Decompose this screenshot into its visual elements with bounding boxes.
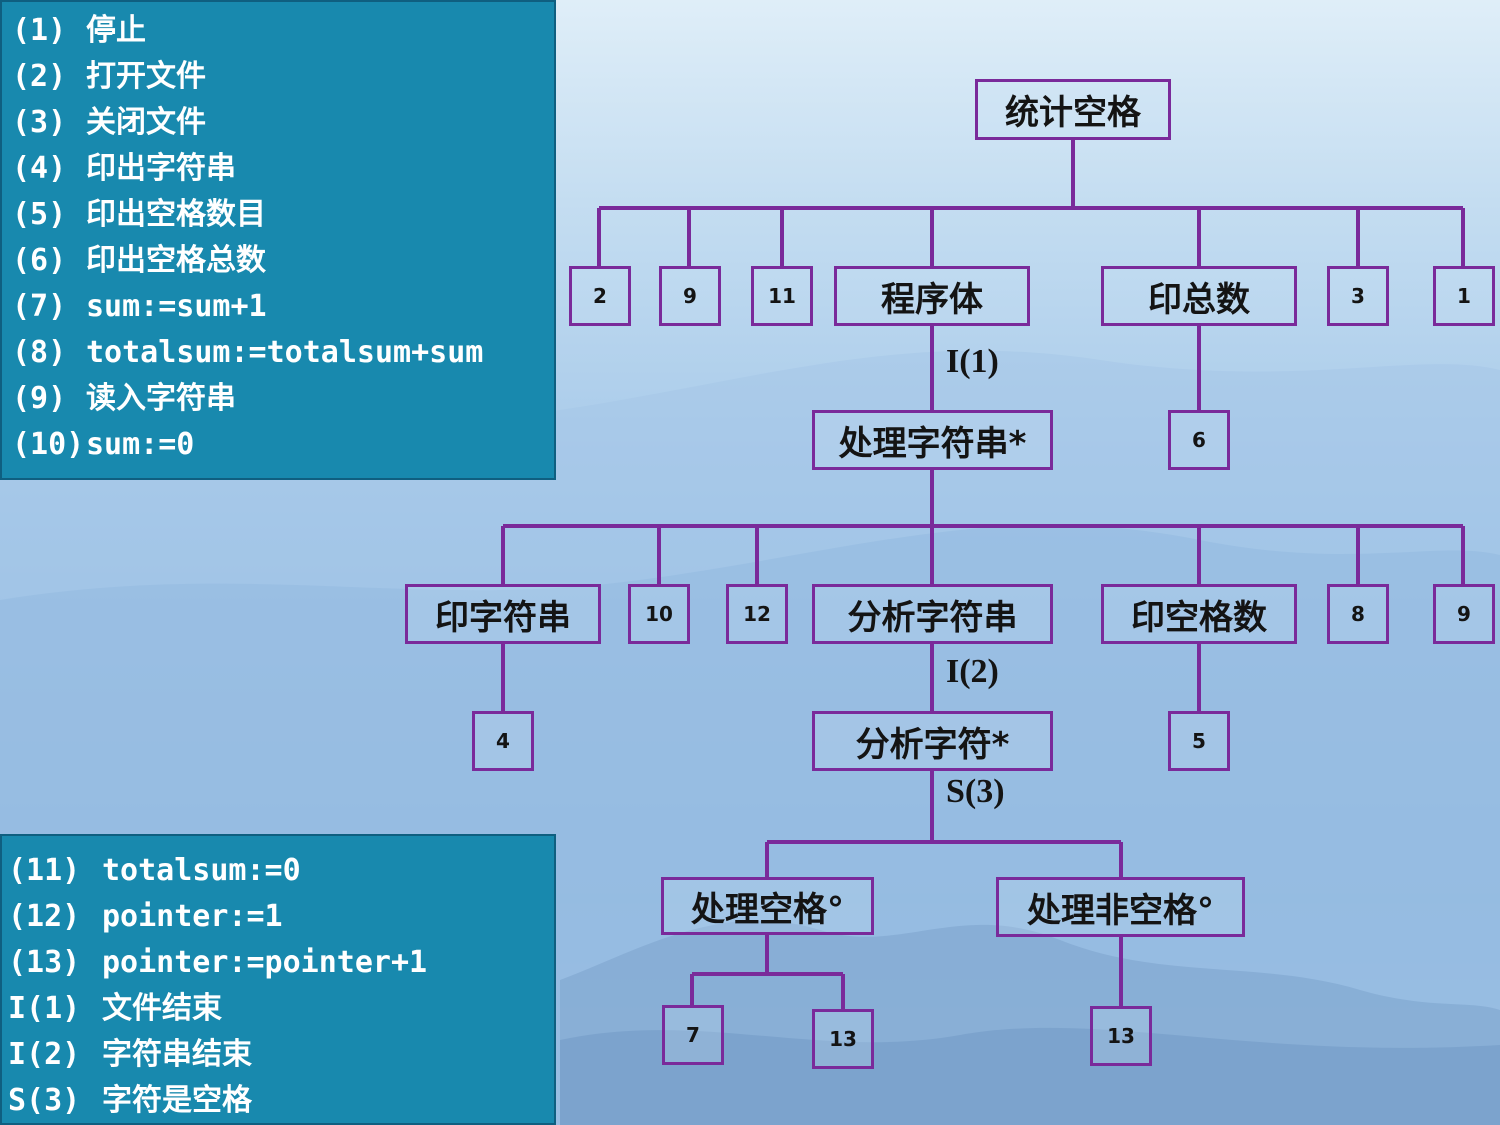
legend-item: (1) 停止: [12, 8, 554, 54]
legend-text: 文件结束: [102, 991, 222, 1026]
legend-conditions-panel: (11) totalsum:=0 (12) pointer:=1 (13) point…: [0, 834, 556, 1125]
node-op-1: 1: [1433, 266, 1495, 326]
legend-code: (11): [8, 853, 81, 888]
legend-item: (2) 打开文件: [12, 54, 554, 100]
legend-text: sum:=sum+1: [86, 289, 267, 324]
legend-code: (10): [12, 427, 85, 462]
legend-code: (13): [8, 945, 81, 980]
legend-text: 打开文件: [86, 59, 206, 94]
legend-text: 停止: [86, 13, 146, 48]
legend-text: 印出字符串: [86, 151, 236, 186]
legend-text: 字符串结束: [102, 1037, 252, 1072]
node-print-total: 印总数: [1101, 266, 1297, 326]
legend-item: (11) totalsum:=0: [8, 848, 554, 894]
node-op-5: 5: [1168, 711, 1230, 771]
node-handle-space: 处理空格°: [661, 877, 874, 935]
legend-item: (6) 印出空格总数: [12, 238, 554, 284]
node-op-12: 12: [726, 584, 788, 644]
legend-text: 印出空格总数: [86, 243, 266, 278]
condition-label-i1: I(1): [946, 343, 999, 380]
legend-code: (1): [12, 13, 67, 48]
node-op-9b: 9: [1433, 584, 1495, 644]
legend-text: pointer:=1: [102, 899, 283, 934]
legend-text: totalsum:=0: [102, 853, 301, 888]
condition-label-i2: I(2): [946, 653, 999, 690]
legend-code: (7): [12, 289, 67, 324]
legend-code: (4): [12, 151, 67, 186]
legend-text: 字符是空格: [102, 1083, 252, 1118]
legend-item: (12) pointer:=1: [8, 894, 554, 940]
legend-item: I(1) 文件结束: [8, 986, 554, 1032]
legend-text: totalsum:=totalsum+sum: [86, 335, 484, 370]
node-print-space-count: 印空格数: [1101, 584, 1297, 644]
legend-item: (7) sum:=sum+1: [12, 284, 554, 330]
legend-item: (5) 印出空格数目: [12, 192, 554, 238]
legend-code: I(1): [8, 991, 81, 1026]
legend-operations-panel: (1) 停止 (2) 打开文件 (3) 关闭文件 (4) 印出字符串 (5) 印出空格数目…: [0, 0, 556, 480]
legend-code: (3): [12, 105, 67, 140]
node-op-2: 2: [569, 266, 631, 326]
legend-text: sum:=0: [86, 427, 195, 462]
legend-code: I(2): [8, 1037, 81, 1072]
node-analyze-char-iteration: 分析字符*: [812, 711, 1053, 771]
legend-code: (9): [12, 381, 67, 416]
node-op-13: 13: [812, 1009, 874, 1069]
node-op-6: 6: [1168, 410, 1230, 470]
node-op-11: 11: [751, 266, 813, 326]
legend-item: I(2) 字符串结束: [8, 1032, 554, 1078]
legend-code: (12): [8, 899, 81, 934]
node-op-4: 4: [472, 711, 534, 771]
node-print-string: 印字符串: [405, 584, 601, 644]
legend-item: S(3) 字符是空格: [8, 1078, 554, 1124]
node-op-9: 9: [659, 266, 721, 326]
legend-item: (4) 印出字符串: [12, 146, 554, 192]
node-op-13b: 13: [1090, 1006, 1152, 1066]
legend-text: 读入字符串: [86, 381, 236, 416]
node-analyze-string: 分析字符串: [812, 584, 1053, 644]
legend-item: (8) totalsum:=totalsum+sum: [12, 330, 554, 376]
condition-label-s3: S(3): [946, 773, 1005, 810]
legend-code: (2): [12, 59, 67, 94]
legend-text: 印出空格数目: [86, 197, 266, 232]
node-program-body: 程序体: [834, 266, 1030, 326]
legend-item: (13) pointer:=pointer+1: [8, 940, 554, 986]
legend-item: (10)sum:=0: [12, 422, 554, 468]
node-op-8: 8: [1327, 584, 1389, 644]
legend-item: (9) 读入字符串: [12, 376, 554, 422]
legend-code: (8): [12, 335, 67, 370]
legend-code: (5): [12, 197, 67, 232]
node-op-3: 3: [1327, 266, 1389, 326]
legend-text: 关闭文件: [86, 105, 206, 140]
legend-code: (6): [12, 243, 67, 278]
node-process-string-iteration: 处理字符串*: [812, 410, 1053, 470]
legend-code: S(3): [8, 1083, 81, 1118]
legend-text: pointer:=pointer+1: [102, 945, 428, 980]
node-op-10: 10: [628, 584, 690, 644]
node-handle-nonspace: 处理非空格°: [996, 877, 1245, 937]
node-op-7: 7: [662, 1005, 724, 1065]
node-root-count-spaces: 统计空格: [975, 79, 1171, 140]
legend-item: (3) 关闭文件: [12, 100, 554, 146]
